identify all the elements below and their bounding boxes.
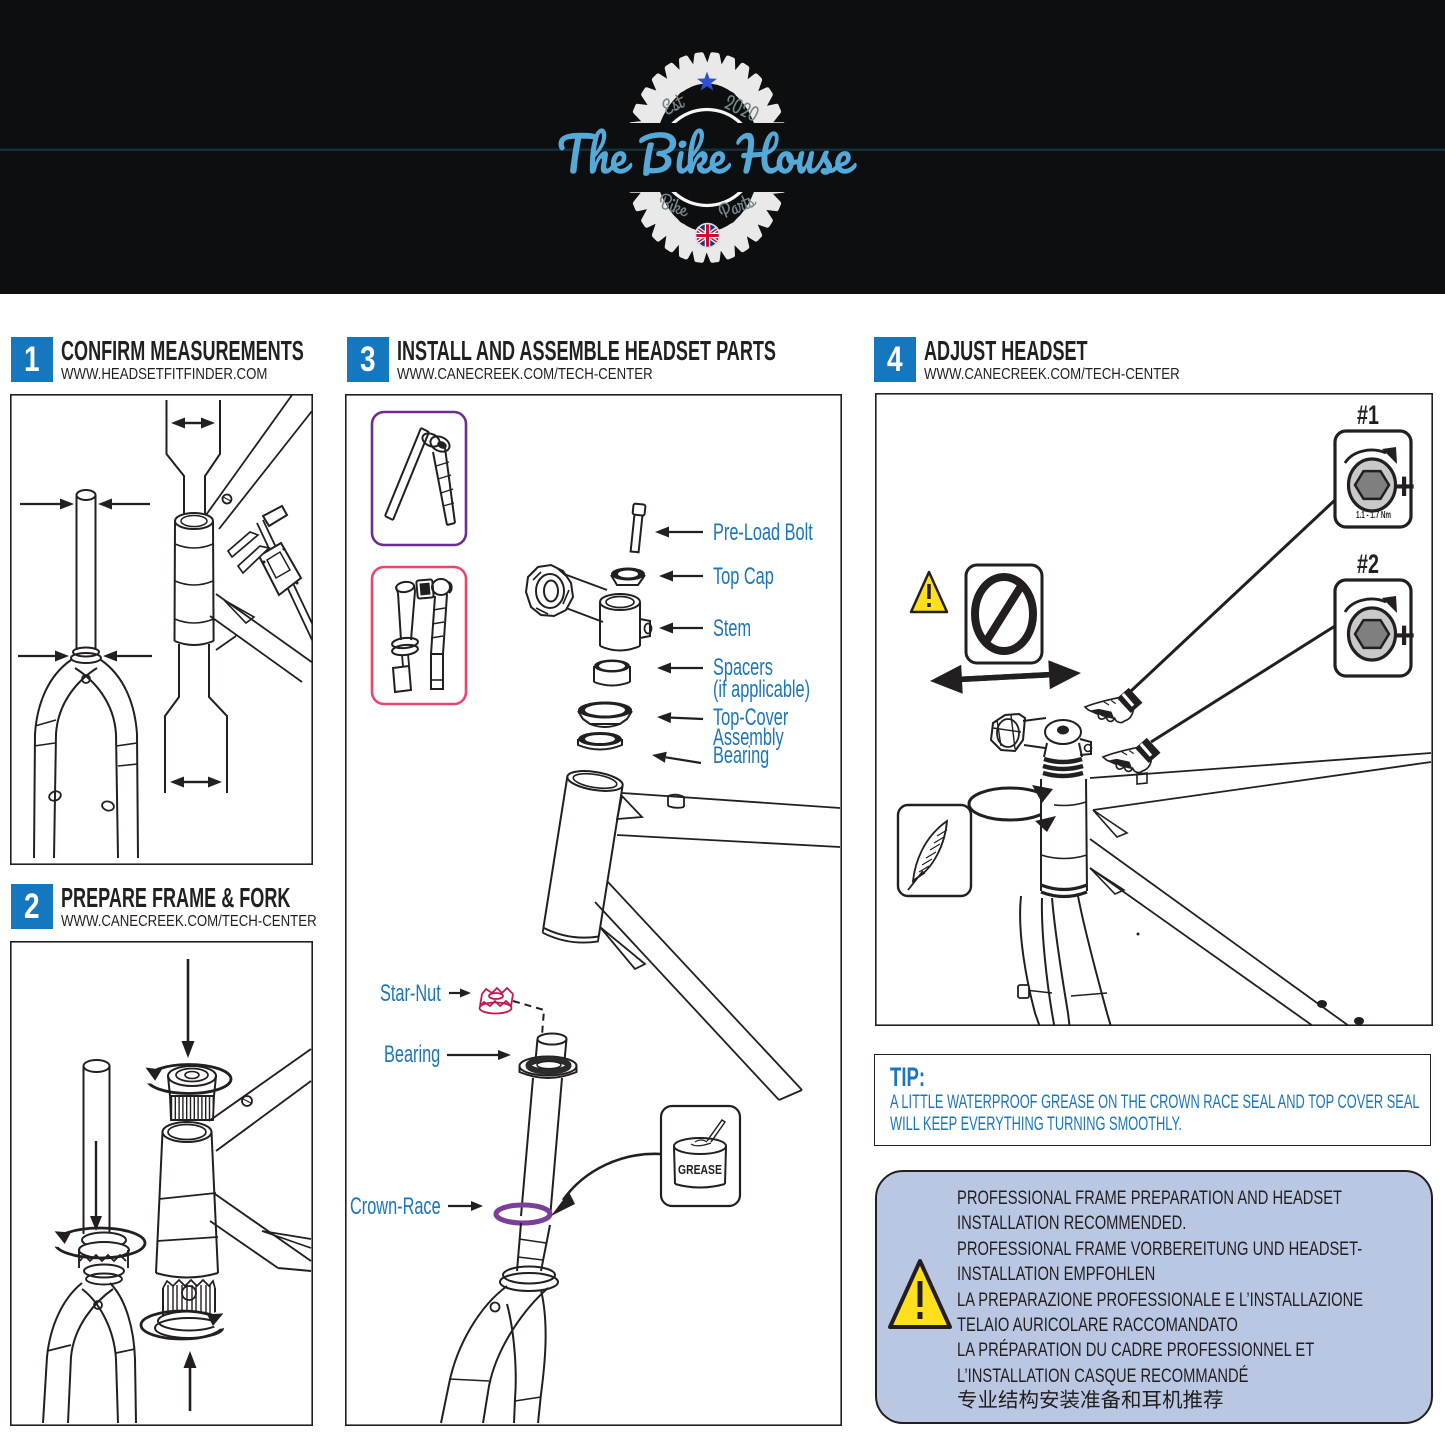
svg-text:Spacers: Spacers	[713, 654, 773, 681]
svg-text:#2: #2	[1357, 550, 1379, 580]
svg-text:Bearing: Bearing	[713, 742, 769, 769]
svg-text:Bearing: Bearing	[384, 1041, 440, 1068]
svg-text:Top Cap: Top Cap	[713, 563, 774, 590]
svg-text:Stem: Stem	[713, 615, 751, 642]
svg-text:Assembly: Assembly	[713, 724, 784, 751]
svg-text:Star-Nut: Star-Nut	[380, 980, 441, 1007]
svg-text:(if applicable): (if applicable)	[713, 676, 810, 703]
svg-text:Pre-Load Bolt: Pre-Load Bolt	[713, 519, 813, 546]
svg-text:Crown-Race: Crown-Race	[350, 1193, 441, 1220]
svg-text:1.1 - 1.7 Nm: 1.1 - 1.7 Nm	[1356, 508, 1391, 520]
svg-text:GREASE: GREASE	[678, 1163, 722, 1177]
svg-text:+: +	[1393, 615, 1415, 657]
svg-text:+: +	[1393, 466, 1415, 508]
svg-text:Top-Cover: Top-Cover	[713, 704, 788, 731]
svg-text:#1: #1	[1357, 401, 1379, 431]
